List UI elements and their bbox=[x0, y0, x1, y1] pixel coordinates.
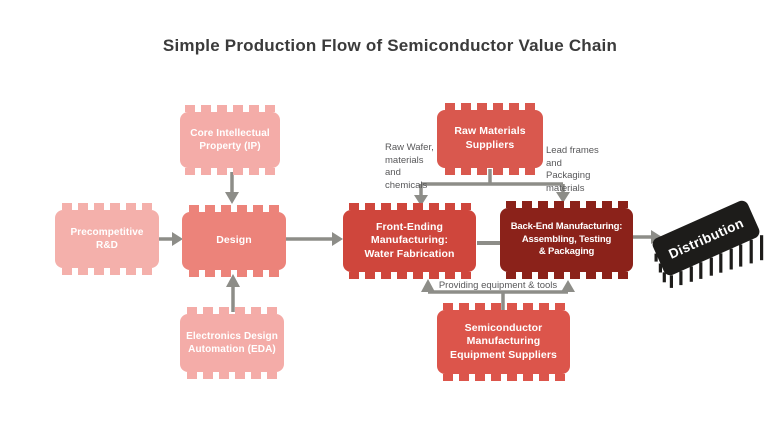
distribution-chip: Distribution bbox=[652, 200, 764, 288]
arrow-precompetitive-to-design bbox=[159, 232, 183, 246]
chip-legs bbox=[654, 235, 764, 288]
node-label: Precompetitive R&D bbox=[70, 227, 144, 251]
chip-body bbox=[652, 200, 760, 276]
note-lead-frames: Lead frames and Packaging materials bbox=[546, 145, 599, 194]
node-label: Core Intellectual Property (IP) bbox=[190, 128, 270, 152]
node-label: Back-End Manufacturing: Assembling, Test… bbox=[510, 221, 623, 258]
node-precompetitive-rnd: Precompetitive R&D bbox=[55, 210, 159, 268]
node-label: Electronics Design Automation (EDA) bbox=[186, 331, 278, 355]
note-raw-wafer: Raw Wafer, materials and chemicals bbox=[385, 142, 434, 191]
arrow-coreip-to-design bbox=[225, 172, 239, 204]
node-design: Design bbox=[182, 212, 286, 270]
node-label: Design bbox=[216, 234, 252, 247]
node-equipment: Semiconductor Manufacturing Equipment Su… bbox=[437, 310, 570, 374]
node-label: Front-Ending Manufacturing: Water Fabric… bbox=[364, 220, 455, 260]
node-raw-materials: Raw Materials Suppliers bbox=[437, 110, 543, 168]
node-label: Semiconductor Manufacturing Equipment Su… bbox=[450, 321, 557, 361]
node-eda: Electronics Design Automation (EDA) bbox=[180, 314, 284, 372]
arrow-design-to-frontend bbox=[286, 232, 343, 246]
arrow-backend-to-distribution bbox=[633, 230, 662, 244]
node-back-end: Back-End Manufacturing: Assembling, Test… bbox=[500, 208, 633, 272]
node-label: Raw Materials Suppliers bbox=[454, 125, 526, 151]
note-providing-equipment: Providing equipment & tools bbox=[438, 280, 558, 291]
node-core-ip: Core Intellectual Property (IP) bbox=[180, 112, 280, 168]
node-front-end: Front-Ending Manufacturing: Water Fabric… bbox=[343, 210, 476, 272]
page-title: Simple Production Flow of Semiconductor … bbox=[162, 36, 618, 55]
